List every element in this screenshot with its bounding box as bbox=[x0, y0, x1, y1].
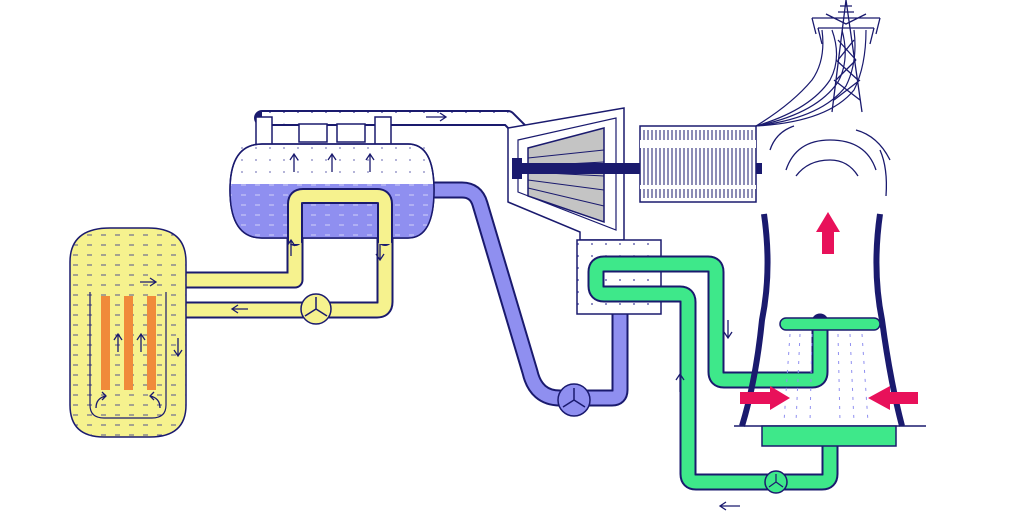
fuel-rod bbox=[147, 296, 156, 390]
turbine-shaft bbox=[512, 163, 762, 174]
cooling-loop-pipe bbox=[587, 255, 839, 491]
steam-plume bbox=[769, 125, 891, 197]
transmission-pylon bbox=[811, 0, 881, 113]
feedwater-pump-icon bbox=[557, 383, 591, 417]
cooling-pump-icon bbox=[764, 470, 788, 494]
reactor-vessel bbox=[69, 227, 187, 438]
generator bbox=[639, 125, 757, 203]
heat-arrow-up bbox=[816, 212, 840, 254]
feedwater-pipe bbox=[421, 181, 629, 407]
turbine bbox=[527, 127, 605, 224]
fuel-rod bbox=[101, 296, 110, 390]
fuel-rod bbox=[124, 296, 133, 390]
power-lines bbox=[755, 29, 867, 127]
primary-pump-icon bbox=[300, 293, 332, 325]
air-inlet-arrow-right bbox=[868, 386, 918, 410]
air-inlet-arrow-left bbox=[740, 386, 790, 410]
